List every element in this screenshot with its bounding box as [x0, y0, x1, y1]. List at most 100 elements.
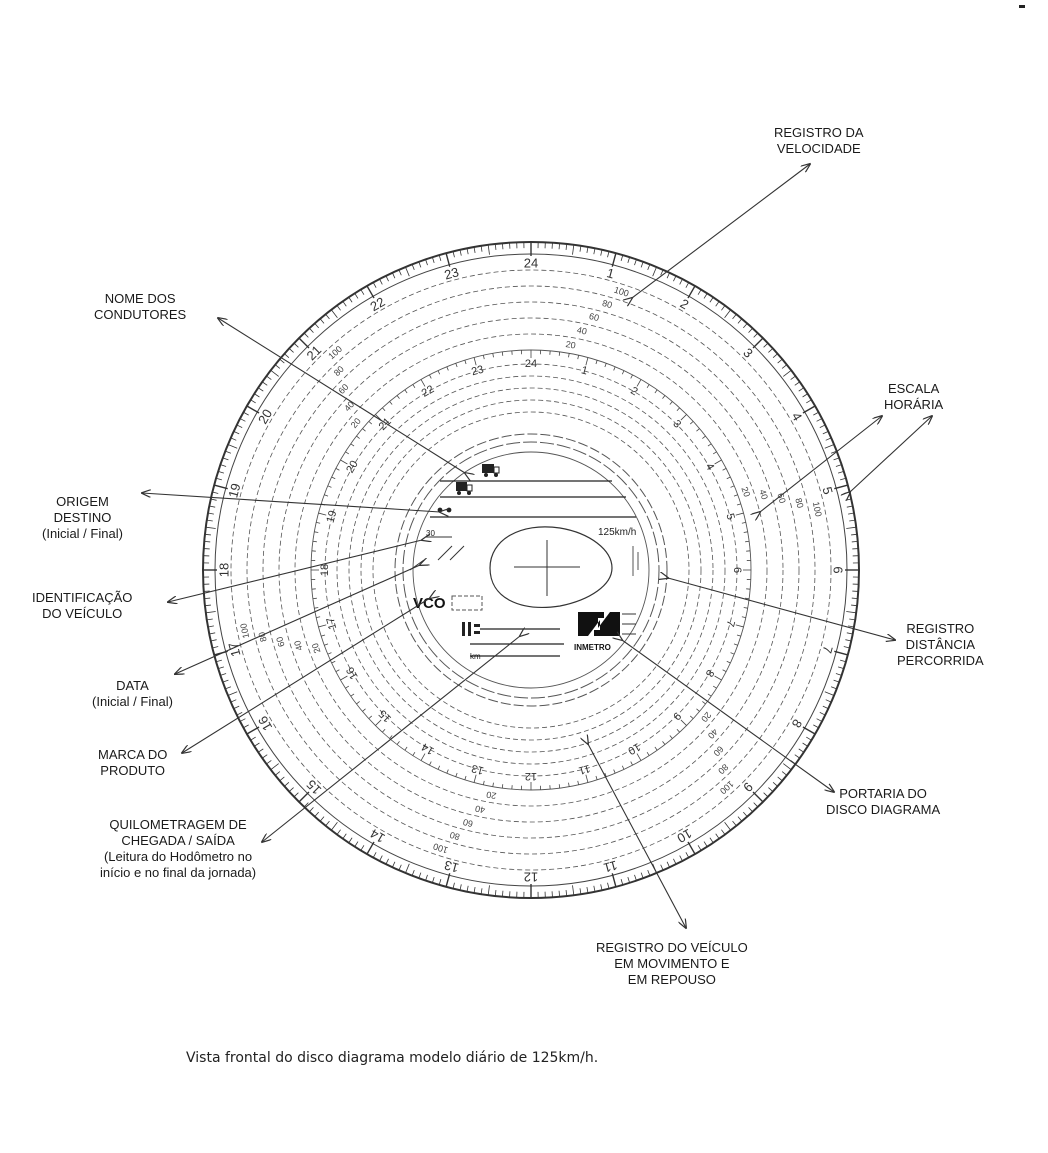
tick-mark — [743, 531, 748, 533]
speed-number: 60 — [588, 311, 600, 323]
tick-mark — [802, 393, 808, 398]
tick-mark — [331, 309, 338, 318]
tick-mark — [741, 521, 746, 524]
tick-mark — [798, 387, 804, 392]
speed-number: 80 — [601, 298, 613, 310]
tick-mark — [501, 351, 504, 356]
tick-mark — [851, 541, 858, 543]
hour-number: 6 — [831, 566, 846, 573]
tick-mark — [379, 278, 383, 285]
tick-mark — [502, 890, 504, 897]
tick-mark — [431, 257, 435, 264]
tick-mark — [722, 468, 727, 471]
tick-mark — [595, 360, 598, 365]
tick-mark — [452, 251, 455, 258]
tick-mark — [636, 379, 642, 387]
tick-mark — [669, 401, 673, 405]
corner-mark — [1019, 5, 1025, 8]
speed-rating-label: 125km/h — [598, 527, 636, 538]
tick-mark — [431, 876, 435, 883]
tick-mark — [600, 249, 603, 256]
tick-mark — [379, 855, 383, 862]
arrow-quilometragem — [262, 636, 520, 842]
hour-number: 1 — [605, 265, 616, 281]
tick-mark — [646, 384, 650, 389]
tick-mark — [392, 861, 396, 868]
tick-mark — [316, 521, 321, 524]
tick-mark — [790, 375, 796, 380]
tick-mark — [558, 243, 560, 250]
hour-number: 23 — [443, 264, 461, 282]
tick-mark — [572, 244, 575, 255]
tick-mark — [473, 246, 476, 253]
tick-mark — [558, 890, 560, 897]
tick-mark — [438, 879, 442, 886]
label-nome-condutores: NOME DOS CONDUTORES — [94, 291, 187, 322]
tick-mark — [745, 597, 750, 600]
tick-mark — [411, 869, 415, 876]
speed-number: 20 — [565, 339, 577, 351]
tick-mark — [360, 289, 365, 295]
brand-logo-frame — [451, 595, 483, 611]
km-text: km — [470, 652, 481, 661]
truck-icon — [482, 464, 500, 477]
tick-mark — [312, 540, 317, 543]
label-escala-horaria: ESCALA HORÁRIA — [884, 381, 944, 412]
tick-mark — [459, 249, 462, 256]
truck-icon-2 — [456, 482, 473, 495]
tick-mark — [753, 802, 759, 808]
tick-mark — [204, 597, 211, 599]
tick-mark — [438, 254, 442, 261]
tick-mark — [487, 885, 490, 896]
tick-mark — [577, 355, 580, 360]
tick-mark — [558, 784, 561, 789]
tick-mark — [425, 259, 428, 266]
tick-mark — [314, 531, 319, 533]
tick-mark — [452, 882, 455, 889]
hour-number: 6 — [731, 567, 743, 573]
tick-mark — [593, 248, 596, 255]
tick-mark — [466, 248, 469, 255]
tick-mark — [714, 459, 722, 465]
tick-mark — [613, 366, 616, 371]
tick-mark — [733, 494, 738, 497]
tick-mark — [327, 485, 332, 488]
tick-mark — [707, 443, 712, 447]
hour-number: 24 — [524, 255, 538, 270]
tick-mark — [360, 845, 365, 851]
tick-mark — [577, 780, 580, 785]
tick-mark — [494, 890, 497, 897]
tick-mark — [834, 650, 849, 656]
tick-mark — [398, 269, 402, 276]
tick-mark — [405, 266, 410, 277]
tick-mark — [735, 512, 744, 516]
tick-mark — [745, 540, 750, 543]
tick-mark — [806, 399, 812, 404]
tick-mark — [802, 405, 816, 414]
tick-mark — [676, 407, 680, 412]
tick-mark — [607, 251, 610, 258]
hour-number: 5 — [723, 512, 736, 521]
tick-mark — [492, 353, 494, 358]
model-code — [632, 546, 639, 576]
arrow-origem — [142, 493, 440, 512]
hour-number: 24 — [525, 358, 537, 370]
tick-mark — [840, 659, 847, 663]
tick-mark — [715, 833, 720, 839]
tick-mark — [213, 484, 228, 490]
tick-mark — [846, 526, 857, 529]
tick-mark — [680, 414, 687, 421]
tick-mark — [851, 533, 858, 536]
tick-mark — [630, 374, 633, 379]
hour-number: 2 — [628, 385, 639, 398]
tick-mark — [702, 435, 706, 439]
tick-mark — [753, 332, 759, 338]
tick-mark — [662, 395, 666, 399]
tick-mark — [743, 811, 748, 817]
tick-mark — [748, 807, 753, 813]
tick-mark — [425, 874, 428, 881]
tick-mark — [445, 873, 451, 888]
tick-mark — [366, 285, 375, 299]
tick-mark — [611, 252, 617, 267]
